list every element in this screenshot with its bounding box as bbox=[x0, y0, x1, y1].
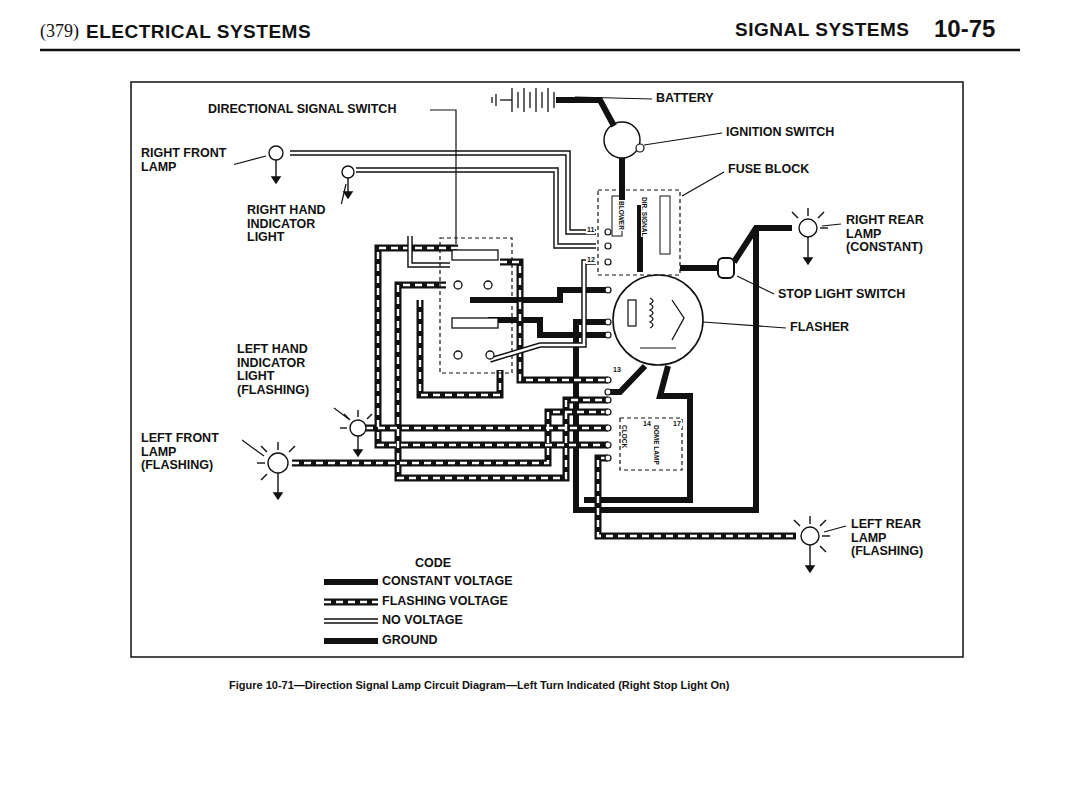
legend-text: NO VOLTAGE bbox=[382, 614, 463, 628]
directional-switch-symbol bbox=[440, 238, 512, 373]
legend-text: FLASHING VOLTAGE bbox=[382, 595, 508, 609]
diagram-frame bbox=[131, 82, 963, 657]
legend-heading: CODE bbox=[414, 557, 452, 571]
terminal-number: 17 bbox=[672, 420, 682, 428]
page-number: 10-75 bbox=[934, 16, 995, 42]
terminal-label: DIR. SIGNAL bbox=[641, 196, 648, 237]
no-voltage-wires bbox=[290, 153, 596, 360]
flashing-voltage-wires bbox=[292, 248, 796, 536]
header-rule bbox=[40, 49, 1020, 52]
part-label: FUSE BLOCK bbox=[727, 163, 810, 177]
part-label: RIGHT HAND INDICATOR LIGHT bbox=[246, 204, 343, 245]
part-label: DIRECTIONAL SIGNAL SWITCH bbox=[207, 103, 397, 117]
section-heading: ELECTRICAL SYSTEMS bbox=[86, 22, 311, 43]
part-label: LEFT REAR LAMP (FLASHING) bbox=[850, 518, 952, 559]
legend-line-sample bbox=[322, 575, 380, 589]
battery-symbol bbox=[492, 88, 554, 112]
terminal-label: DOME LAMP bbox=[653, 424, 660, 466]
terminal-label: CLOCK bbox=[621, 424, 628, 449]
part-label: STOP LIGHT SWITCH bbox=[777, 288, 906, 302]
fuse-block-symbol bbox=[598, 190, 680, 275]
part-label: RIGHT REAR LAMP (CONSTANT) bbox=[845, 214, 953, 255]
leader-lines bbox=[232, 97, 846, 532]
terminal-label: BLOWER bbox=[618, 200, 625, 231]
section-heading: SIGNAL SYSTEMS bbox=[735, 20, 910, 41]
part-label: RIGHT FRONT LAMP bbox=[140, 147, 234, 174]
part-label: LEFT FRONT LAMP (FLASHING) bbox=[140, 432, 242, 473]
terminal-number: 13 bbox=[612, 366, 622, 374]
legend-text: GROUND bbox=[382, 634, 438, 648]
ignition-terminal bbox=[636, 144, 644, 152]
part-label: BATTERY bbox=[655, 92, 715, 106]
part-label: FLASHER bbox=[789, 321, 850, 335]
stop-light-switch-symbol bbox=[718, 258, 734, 278]
flasher-symbol bbox=[613, 275, 703, 365]
legend-line-sample bbox=[322, 614, 380, 628]
terminal-number: 14 bbox=[642, 420, 652, 428]
legend-line-sample bbox=[322, 595, 380, 609]
legend-line-sample bbox=[322, 634, 380, 648]
part-label: IGNITION SWITCH bbox=[725, 126, 835, 140]
figure-caption: Figure 10-71—Direction Signal Lamp Circu… bbox=[229, 680, 729, 692]
part-label: LEFT HAND INDICATOR LIGHT (FLASHING) bbox=[236, 343, 338, 397]
terminal-number: 11 bbox=[586, 226, 595, 234]
legend-text: CONSTANT VOLTAGE bbox=[382, 575, 513, 589]
terminal-number: 12 bbox=[586, 256, 596, 264]
page-number: (379) bbox=[40, 22, 79, 41]
ignition-switch-symbol bbox=[604, 122, 640, 158]
